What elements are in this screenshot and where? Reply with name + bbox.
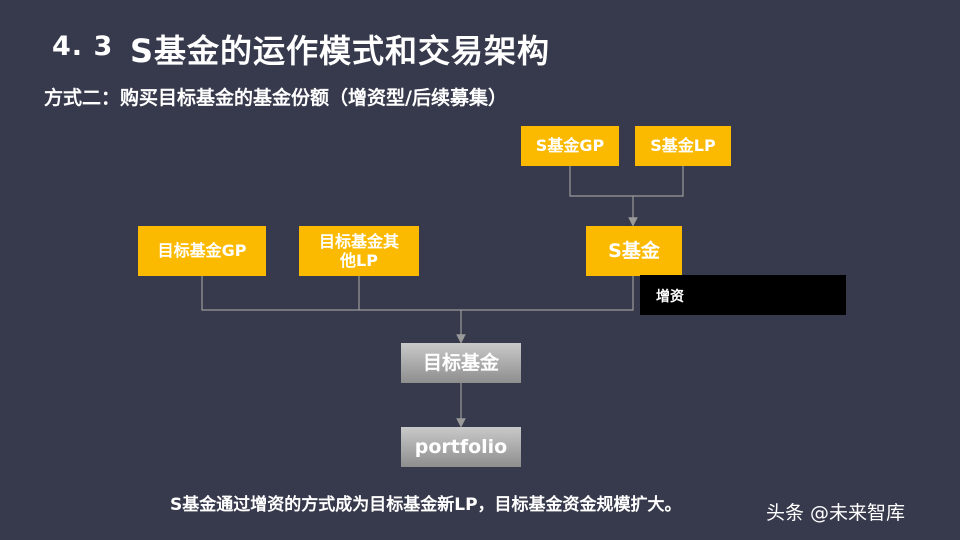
node-s-fund: S基金: [586, 226, 682, 276]
node-target-fund-other-lp: 目标基金其他LP: [299, 226, 419, 276]
watermark: 头条 @未来智库: [766, 502, 906, 524]
node-s-fund-gp: S基金GP: [521, 126, 619, 166]
edge-label-capital-increase: 增资: [640, 275, 846, 315]
connector-sfund-gp: [569, 166, 684, 197]
connector-target-inputs: [201, 276, 634, 311]
section-number: 4. 3: [52, 31, 114, 62]
slide-caption: S基金通过增资的方式成为目标基金新LP，目标基金资金规模扩大。: [170, 495, 682, 515]
slide-title: S基金的运作模式和交易架构: [130, 32, 551, 70]
node-target-fund-gp: 目标基金GP: [138, 226, 266, 276]
node-s-fund-lp: S基金LP: [635, 126, 731, 166]
slide-subtitle: 方式二：购买目标基金的基金份额（增资型/后续募集）: [44, 87, 507, 109]
node-target-fund: 目标基金: [401, 343, 521, 383]
node-portfolio: portfolio: [401, 427, 521, 467]
